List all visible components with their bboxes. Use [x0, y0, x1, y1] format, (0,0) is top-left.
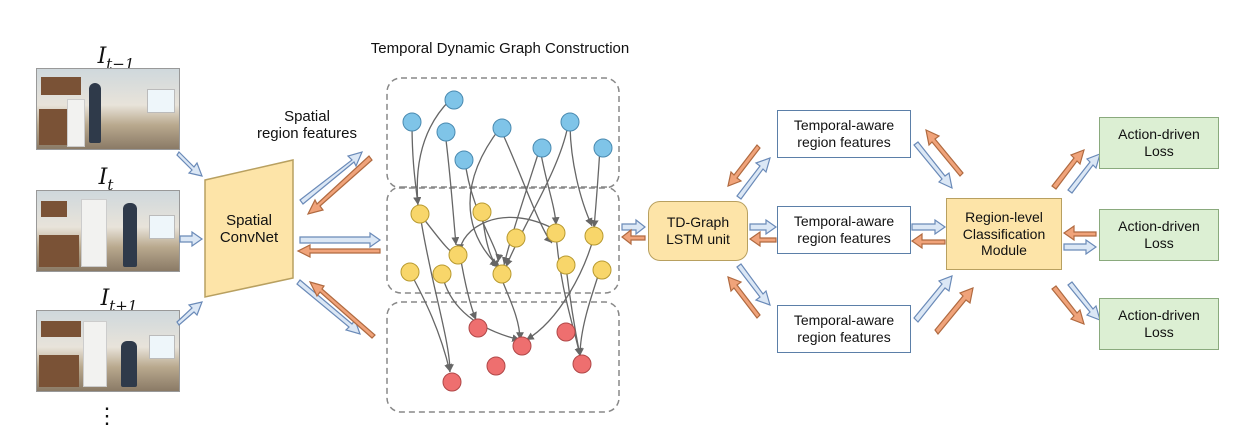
frame-label-current-base: I	[98, 165, 108, 190]
yellow-node	[448, 245, 468, 265]
temporal-features-box-top: Temporal-aware region features	[777, 110, 911, 158]
frame-label-current: It	[86, 165, 126, 194]
blue-node-group	[386, 77, 620, 189]
video-frame-prev	[36, 68, 180, 150]
red-node	[556, 322, 576, 342]
classification-module-label: Region-level Classification Module	[962, 208, 1046, 259]
blue-node	[560, 112, 580, 132]
blue-nodes	[402, 90, 613, 170]
red-node	[572, 354, 592, 374]
lstm-unit-label: TD-Graph LSTM unit	[666, 214, 730, 247]
convnet-label: Spatial ConvNet	[219, 212, 279, 247]
ellipsis: ⋮	[96, 403, 118, 428]
yellow-node	[584, 226, 604, 246]
yellow-node	[400, 262, 420, 282]
lstm-unit-box: TD-Graph LSTM unit	[648, 201, 748, 261]
frame-label-prev-base: I	[97, 44, 107, 69]
loss-label: Action-driven Loss	[1118, 307, 1200, 340]
feature-classification-arrows	[910, 128, 974, 335]
frame-label-current-sub: t	[107, 176, 114, 194]
yellow-node	[546, 223, 566, 243]
frame-label-next-base: I	[100, 286, 110, 311]
convnet-graph-arrows	[296, 151, 382, 339]
blue-node	[454, 150, 474, 170]
classification-loss-arrows	[1051, 149, 1101, 325]
yellow-node	[506, 228, 526, 248]
temporal-features-label: Temporal-aware region features	[793, 117, 895, 150]
yellow-node	[472, 202, 492, 222]
red-node	[468, 318, 488, 338]
blue-node	[436, 122, 456, 142]
graph-lstm-arrows	[621, 218, 646, 246]
temporal-features-box-middle: Temporal-aware region features	[777, 206, 911, 254]
loss-label: Action-driven Loss	[1118, 218, 1200, 251]
yellow-node-group	[386, 186, 620, 294]
yellow-nodes	[400, 202, 612, 284]
yellow-node	[410, 204, 430, 224]
blue-node	[532, 138, 552, 158]
classification-module-box: Region-level Classification Module	[946, 198, 1062, 270]
blue-node	[444, 90, 464, 110]
red-node	[486, 356, 506, 376]
loss-label: Action-driven Loss	[1118, 126, 1200, 159]
red-node-group	[386, 301, 620, 413]
blue-node	[593, 138, 613, 158]
video-frame-next	[36, 310, 180, 392]
yellow-node	[556, 255, 576, 275]
graph-title: Temporal Dynamic Graph Construction	[370, 40, 630, 57]
yellow-node	[592, 260, 612, 280]
convnet-shape	[204, 159, 294, 298]
video-frame-current	[36, 190, 180, 272]
temporal-features-label: Temporal-aware region features	[793, 312, 895, 345]
red-node	[442, 372, 462, 392]
blue-node	[492, 118, 512, 138]
loss-box-top: Action-driven Loss	[1099, 117, 1219, 169]
temporal-features-label: Temporal-aware region features	[793, 213, 895, 246]
temporal-features-box-bottom: Temporal-aware region features	[777, 305, 911, 353]
loss-box-bottom: Action-driven Loss	[1099, 298, 1219, 350]
red-node	[512, 336, 532, 356]
graph-edges	[409, 99, 601, 373]
spatial-features-label: Spatial region features	[256, 108, 358, 143]
blue-node	[402, 112, 422, 132]
loss-box-middle: Action-driven Loss	[1099, 209, 1219, 261]
lstm-feature-arrows	[727, 144, 778, 319]
yellow-node	[492, 264, 512, 284]
red-nodes	[442, 318, 592, 392]
frame-to-convnet-arrows	[176, 151, 204, 326]
yellow-node	[432, 264, 452, 284]
